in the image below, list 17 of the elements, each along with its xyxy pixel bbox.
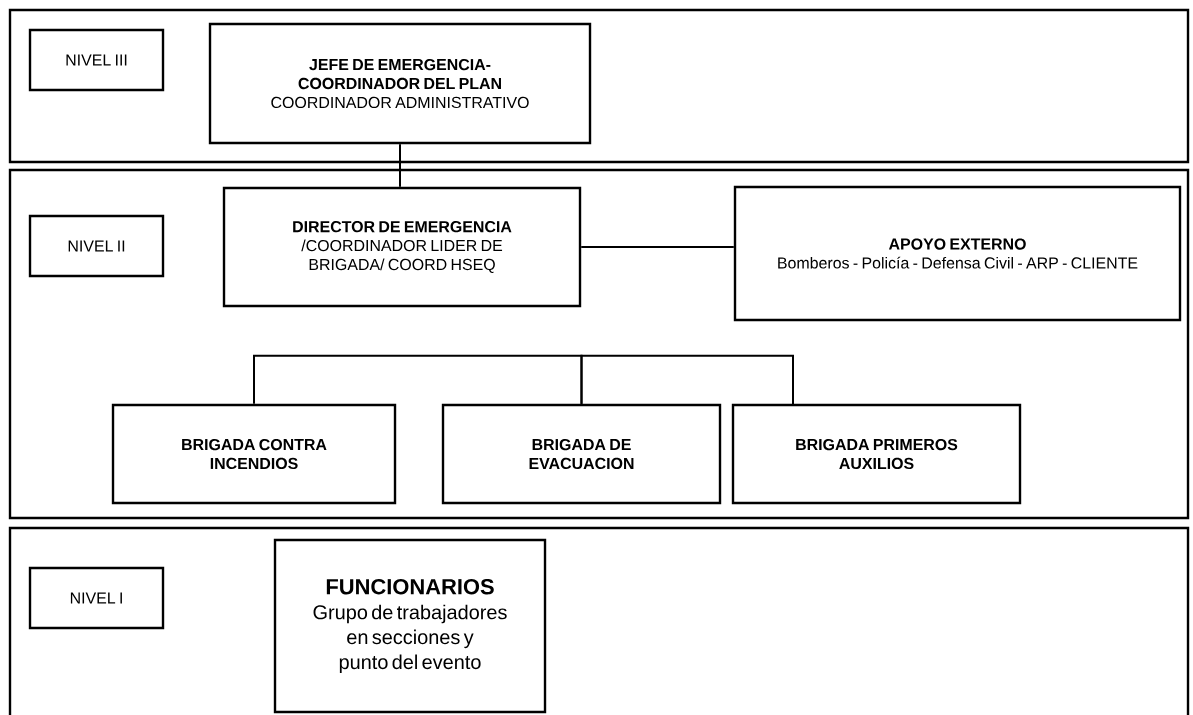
role-box: DIRECTOR DE EMERGENCIA /COORDINADOR LIDER DE BRIGADA/ COORD HSEQ	[222, 186, 582, 308]
role-box: APOYO EXTERNO Bomberos - Policía - Defensa Civil - ARP - CLIENTE	[733, 185, 1182, 322]
level-box: NIVEL III	[28, 28, 165, 92]
level-box: NIVEL II	[28, 214, 165, 278]
connector-line	[399, 143, 401, 188]
role-box: JEFE DE EMERGENCIA- COORDINADOR DEL PLAN COORDINADOR ADMINISTRATIVO	[208, 22, 592, 145]
brigade-box: BRIGADA CONTRA INCENDIOS	[111, 403, 397, 505]
level-band	[8, 168, 1190, 520]
brigade-box: BRIGADA PRIMEROS AUXILIOS	[731, 403, 1022, 505]
connector-line	[253, 354, 583, 406]
connector-line	[580, 246, 735, 248]
connector-line	[580, 354, 794, 406]
level-band	[8, 8, 1190, 164]
role-box: FUNCIONARIOS Grupo de trabajadores en secciones y punto del evento	[273, 538, 547, 714]
level-band	[8, 526, 1190, 715]
level-box: NIVEL I	[28, 566, 165, 630]
brigade-box: BRIGADA DE EVACUACION	[441, 403, 722, 505]
